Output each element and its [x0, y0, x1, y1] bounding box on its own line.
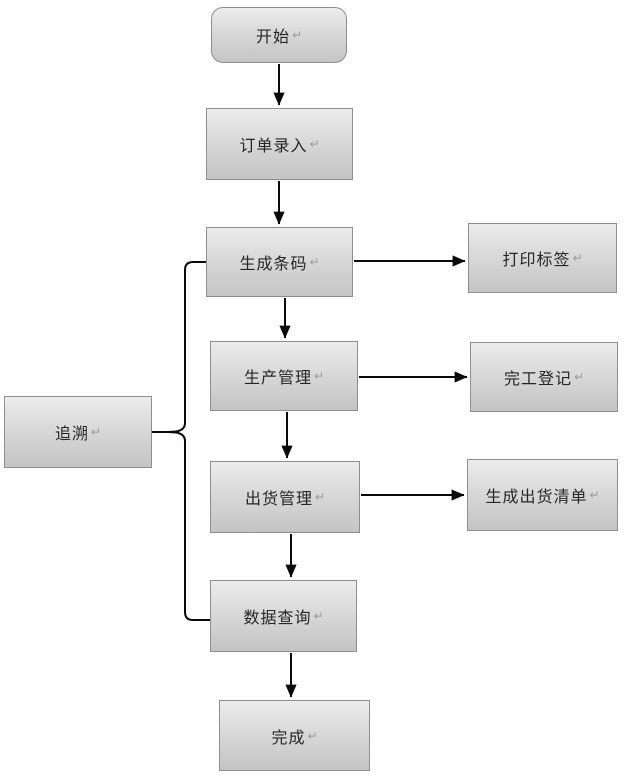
paragraph-mark-icon: ↵ [572, 251, 583, 265]
paragraph-mark-icon: ↵ [314, 490, 326, 504]
flow-node-shipment-list-label: 生成出货清单 [485, 487, 588, 506]
flow-node-generate-barcode-label: 生成条码 [239, 254, 308, 273]
flow-node-order-entry-label: 订单录入 [239, 136, 308, 155]
paragraph-mark-icon: ↵ [291, 28, 303, 42]
flow-node-data-query-label: 数据查询 [243, 608, 312, 627]
paragraph-mark-icon: ↵ [307, 728, 318, 743]
flow-node-production-management-label: 生产管理 [243, 368, 312, 387]
paragraph-mark-icon: ↵ [313, 369, 325, 383]
paragraph-mark-icon: ↵ [90, 425, 102, 439]
flow-node-order-entry: 订单录入↵ [206, 108, 353, 180]
flow-node-completion-registration: 完工登记↵ [470, 342, 618, 412]
flow-node-generate-barcode: 生成条码↵ [206, 227, 353, 297]
flow-node-finish-label: 完成 [271, 727, 306, 747]
flow-node-finish: 完成↵ [219, 700, 370, 771]
flow-node-shipment-management: 出货管理↵ [210, 461, 360, 533]
flow-node-start-label: 开始 [255, 27, 290, 46]
flow-node-start: 开始↵ [211, 7, 347, 63]
paragraph-mark-icon: ↵ [313, 609, 324, 623]
flow-node-data-query: 数据查询↵ [210, 580, 357, 652]
paragraph-mark-icon: ↵ [309, 255, 320, 269]
trace-brace [167, 261, 211, 621]
flow-node-shipment-management-label: 出货管理 [244, 489, 313, 508]
flow-node-trace-label: 追溯 [54, 424, 89, 443]
flow-node-print-label-label: 打印标签 [502, 250, 571, 269]
paragraph-mark-icon: ↵ [589, 488, 600, 502]
flow-node-trace: 追溯↵ [4, 396, 152, 468]
flow-node-production-management: 生产管理↵ [210, 341, 358, 411]
paragraph-mark-icon: ↵ [309, 137, 320, 151]
flow-node-completion-registration-label: 完工登记 [503, 369, 572, 388]
flow-node-shipment-list: 生成出货清单↵ [467, 459, 618, 531]
paragraph-mark-icon: ↵ [573, 370, 585, 384]
flow-node-print-label: 打印标签↵ [468, 223, 617, 293]
